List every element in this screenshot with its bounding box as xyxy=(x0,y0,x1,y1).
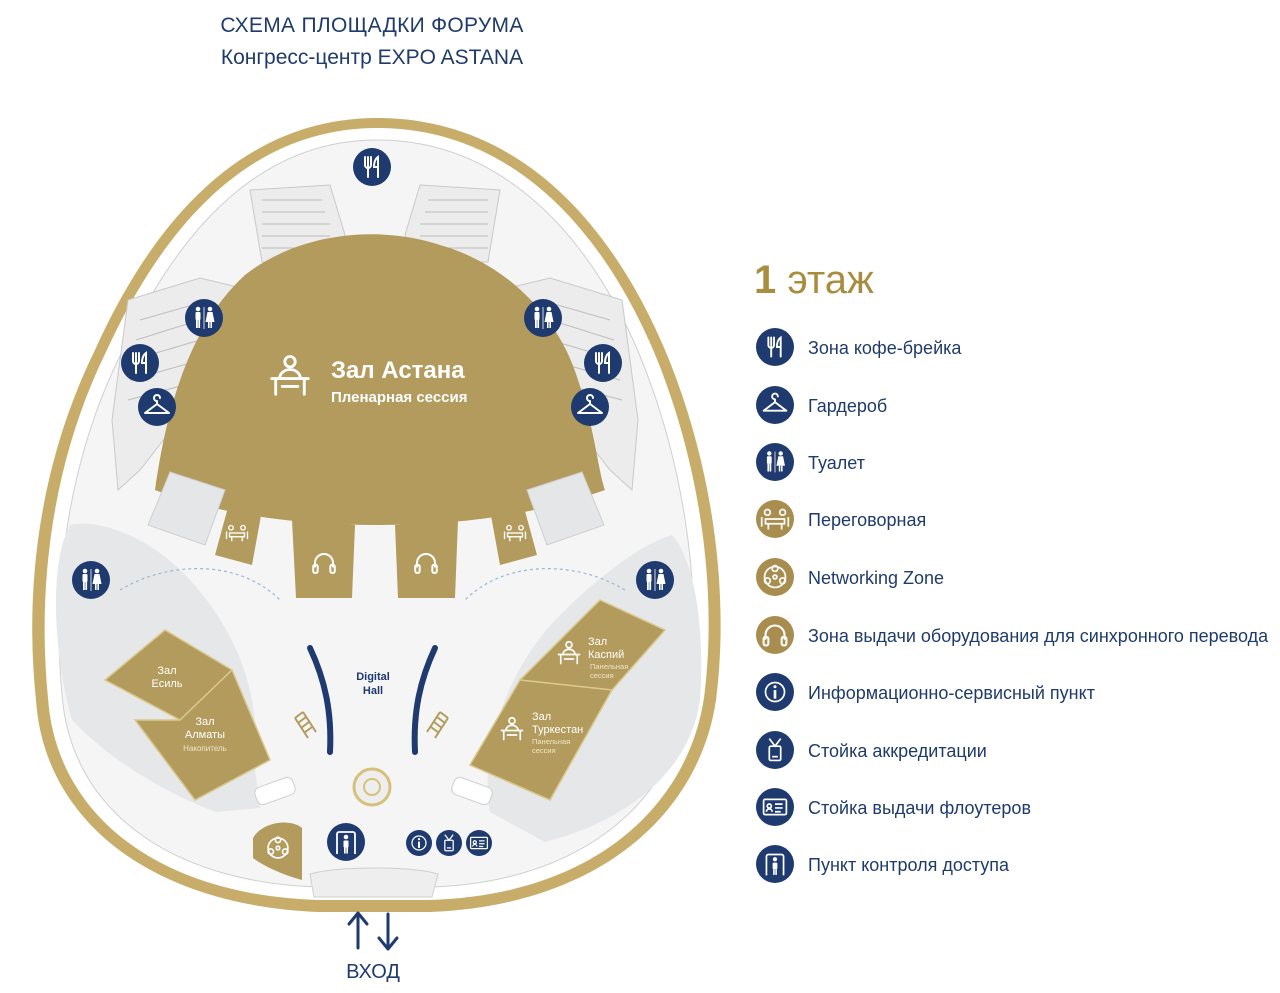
legend-item: Переговорная xyxy=(756,500,1266,540)
legend-label: Зона выдачи оборудования для синхронного… xyxy=(808,626,1269,646)
coffee-break-icon[interactable] xyxy=(584,344,622,382)
map-subtitle: Конгресс-центр EXPO ASTANA xyxy=(220,46,524,69)
floor-label: 1 этаж xyxy=(754,258,874,303)
legend-label: Гардероб xyxy=(808,396,888,416)
legend-item: Зона выдачи оборудования для синхронного… xyxy=(756,616,1269,656)
legend-item: Туалет xyxy=(756,443,1266,483)
digital-hall-label-1: Digital xyxy=(356,671,390,683)
coffee-break-icon[interactable] xyxy=(353,148,391,186)
map-title: СХЕМА ПЛОЩАДКИ ФОРУМА xyxy=(220,14,524,37)
hall-almaty-sub: Накопитель xyxy=(183,744,227,753)
info-icon xyxy=(756,673,794,711)
legend-item: Стойка выдачи флоутеров xyxy=(756,788,1266,828)
legend-label: Туалет xyxy=(808,453,865,473)
badge-icon xyxy=(756,731,794,769)
hall-kaspiy-label-1: Зал xyxy=(588,636,607,648)
hall-almaty-label-1: Зал xyxy=(195,716,214,728)
legend-item: Стойка аккредитации xyxy=(756,731,1266,771)
info-icon[interactable] xyxy=(406,830,432,856)
networking-zone[interactable] xyxy=(253,822,302,880)
entrance-vestibule xyxy=(309,867,439,898)
hall-turkestan-sub-2: сессия xyxy=(532,746,556,755)
stair-lines xyxy=(127,199,623,401)
meeting-room-left[interactable] xyxy=(215,500,262,565)
badge-icon[interactable] xyxy=(436,830,462,856)
headphones-icon xyxy=(756,616,794,654)
floor-word: этаж xyxy=(787,258,874,302)
wardrobe-icon[interactable] xyxy=(571,388,609,426)
astana-side-rooms xyxy=(147,471,605,546)
hall-almaty[interactable] xyxy=(133,668,271,801)
hall-astana[interactable] xyxy=(155,234,605,525)
entrance-label: ВХОД xyxy=(346,961,400,983)
legend-label: Пункт контроля доступа xyxy=(808,855,1010,875)
legend-item: Networking Zone xyxy=(756,558,1266,598)
toilet-icon[interactable] xyxy=(524,299,562,337)
toilet-icon[interactable] xyxy=(72,561,110,599)
translation-zone-right[interactable] xyxy=(395,520,458,598)
hall-kaspiy-sub-1: Панельная xyxy=(590,662,628,671)
wardrobe-icon[interactable] xyxy=(138,388,176,426)
access-control-icon xyxy=(756,845,794,883)
legend-label: Стойка аккредитации xyxy=(808,741,987,761)
coffee-break-icon[interactable] xyxy=(121,344,159,382)
toilet-icon[interactable] xyxy=(636,561,674,599)
staircases xyxy=(294,711,449,739)
hall-kaspiy-label-2: Каспий xyxy=(588,649,624,661)
id-card-icon xyxy=(756,788,794,826)
legend-item: Гардероб xyxy=(756,386,1266,426)
legend-label: Зона кофе-брейка xyxy=(808,338,962,358)
toilet-icon xyxy=(756,443,794,481)
legend-label: Информационно-сервисный пункт xyxy=(808,683,1095,703)
legend-label: Переговорная xyxy=(808,510,927,530)
hall-esil-label-1: Зал xyxy=(157,665,176,677)
hall-turkestan-sub-1: Панельная xyxy=(532,737,570,746)
coffee-break-icon xyxy=(756,328,794,366)
legend-label: Networking Zone xyxy=(808,568,945,588)
legend-item: Зона кофе-брейка xyxy=(756,328,1266,368)
hall-astana-name: Зал Астана xyxy=(331,357,465,384)
id-card-icon[interactable] xyxy=(466,830,492,856)
central-fountain xyxy=(352,767,392,807)
hall-esil-label-2: Есиль xyxy=(151,678,182,690)
wardrobe-icon xyxy=(756,386,794,424)
walkways xyxy=(119,568,626,601)
translation-zone-left[interactable] xyxy=(292,520,355,598)
hall-turkestan[interactable] xyxy=(468,679,614,801)
meeting-room-icon xyxy=(756,500,794,538)
digital-hall[interactable] xyxy=(307,645,438,755)
networking-icon xyxy=(756,558,794,596)
lobby-benches xyxy=(254,776,493,806)
map-markers xyxy=(72,148,674,861)
toilet-icon[interactable] xyxy=(185,299,223,337)
legend-item: Пункт контроля доступа xyxy=(756,845,1266,885)
access-control-icon[interactable] xyxy=(327,823,365,861)
hall-kaspiy-sub-2: сессия xyxy=(590,671,614,680)
legend-item: Информационно-сервисный пункт xyxy=(756,673,1266,713)
legend-label: Стойка выдачи флоутеров xyxy=(808,798,1032,818)
hall-turkestan-label-1: Зал xyxy=(532,711,551,723)
digital-hall-label-2: Hall xyxy=(363,685,383,697)
floor-plan-map: Зал Астана Пленарная сессия Зал Есиль За… xyxy=(32,118,721,983)
meeting-room-right[interactable] xyxy=(490,500,537,565)
hall-turkestan-label-2: Туркестан xyxy=(532,724,583,736)
floor-number: 1 xyxy=(754,258,777,302)
entrance-arrows xyxy=(347,911,399,951)
hall-almaty-label-2: Алматы xyxy=(185,729,225,741)
hall-astana-subtitle: Пленарная сессия xyxy=(331,389,468,406)
